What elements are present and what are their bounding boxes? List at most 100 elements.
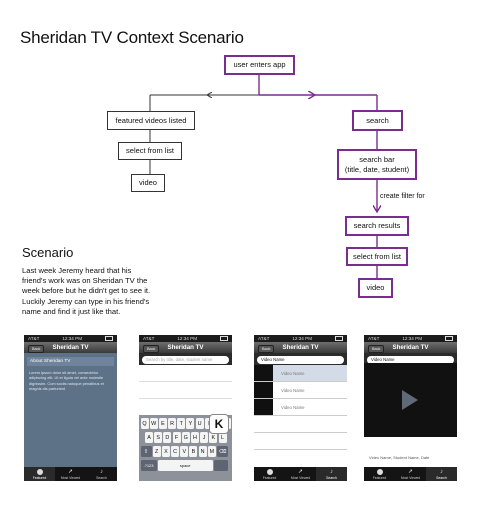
scenario-text: Last week Jeremy heard that his friend's… bbox=[22, 266, 151, 316]
status-bar: AT&T 12:34 PM bbox=[24, 335, 117, 342]
key-f[interactable]: F bbox=[172, 432, 181, 443]
tab-featured[interactable]: Featured bbox=[254, 467, 285, 481]
back-button[interactable]: Back bbox=[368, 344, 385, 353]
numbers-key[interactable]: .?123 bbox=[140, 460, 157, 471]
battery-icon bbox=[334, 336, 343, 341]
tab-most-viewed[interactable]: ➚Most Viewed bbox=[285, 467, 316, 481]
tab-search-label: Search bbox=[326, 476, 337, 480]
key-s[interactable]: S bbox=[154, 432, 163, 443]
time-label: 12:34 PM bbox=[292, 336, 313, 341]
back-button[interactable]: Back bbox=[143, 344, 160, 353]
empty-list bbox=[139, 365, 232, 415]
search-bar-label: search bar bbox=[359, 155, 395, 165]
shift-key[interactable]: ⇧ bbox=[140, 446, 152, 457]
nav-title: Sheridan TV bbox=[392, 344, 429, 351]
search-input[interactable]: Video Name bbox=[367, 355, 454, 364]
node-video-right: video bbox=[358, 278, 393, 298]
key-g[interactable]: G bbox=[181, 432, 190, 443]
featured-icon bbox=[36, 469, 43, 475]
tab-most-viewed[interactable]: ➚Most Viewed bbox=[55, 467, 86, 481]
key-h[interactable]: H bbox=[190, 432, 199, 443]
nav-title: Sheridan TV bbox=[282, 344, 319, 351]
about-body: Lorem ipsum dolor sit amet, consectetur … bbox=[29, 370, 104, 391]
nav-bar: Back Sheridan TV bbox=[364, 342, 457, 353]
phone-search-keyboard: AT&T 12:34 PM Back Sheridan TV Search by… bbox=[139, 335, 232, 481]
time-label: 12:34 PM bbox=[402, 336, 423, 341]
carrier-label: AT&T bbox=[28, 336, 40, 341]
battery-icon bbox=[104, 336, 113, 341]
key-c[interactable]: C bbox=[171, 446, 180, 457]
key-z[interactable]: Z bbox=[152, 446, 161, 457]
key-d[interactable]: D bbox=[163, 432, 172, 443]
tab-most-viewed-label: Most Viewed bbox=[290, 476, 311, 480]
edge-label-create-filter: create filter for bbox=[380, 193, 425, 200]
search-input[interactable]: Search by title, date, student name bbox=[142, 355, 229, 364]
key-j[interactable]: J bbox=[200, 432, 209, 443]
result-row-label: Video Name bbox=[281, 370, 305, 376]
result-row[interactable]: Video Name bbox=[254, 365, 347, 382]
featured-icon bbox=[266, 469, 273, 475]
key-b[interactable]: B bbox=[189, 446, 198, 457]
search-bar-area: Search by title, date, student name bbox=[139, 353, 232, 366]
key-t[interactable]: T bbox=[177, 418, 186, 429]
search-bar-fields: (title, date, student) bbox=[344, 164, 410, 174]
key-popup: K bbox=[209, 414, 229, 434]
tab-search[interactable]: ♪Search bbox=[316, 467, 347, 481]
key-l[interactable]: L bbox=[218, 432, 227, 443]
key-v[interactable]: V bbox=[180, 446, 189, 457]
key-a[interactable]: A bbox=[145, 432, 153, 443]
tab-search[interactable]: ♪Search bbox=[426, 467, 457, 481]
back-button[interactable]: Back bbox=[258, 344, 275, 353]
edges-left bbox=[149, 95, 259, 174]
cursor-icon: ➚ bbox=[67, 469, 74, 475]
key-m[interactable]: M bbox=[207, 446, 216, 457]
tab-featured[interactable]: Featured bbox=[364, 467, 395, 481]
key-q[interactable]: Q bbox=[140, 418, 149, 429]
search-input[interactable]: Video Name bbox=[257, 355, 344, 364]
key-k[interactable]: K bbox=[209, 432, 218, 443]
result-row[interactable]: Video Name bbox=[254, 399, 347, 416]
note-icon: ♪ bbox=[440, 469, 443, 475]
key-e[interactable]: E bbox=[158, 418, 167, 429]
node-search-results: search results bbox=[345, 216, 409, 236]
back-button[interactable]: Back bbox=[28, 344, 45, 353]
tab-most-viewed[interactable]: ➚Most Viewed bbox=[395, 467, 426, 481]
node-video-left: video bbox=[131, 174, 165, 192]
delete-key[interactable]: ⌫ bbox=[217, 446, 228, 457]
tab-featured-label: Featured bbox=[32, 476, 47, 480]
note-icon: ♪ bbox=[330, 469, 333, 475]
key-w[interactable]: W bbox=[149, 418, 158, 429]
nav-title: Sheridan TV bbox=[167, 344, 204, 351]
tab-featured[interactable]: Featured bbox=[24, 467, 55, 481]
battery-icon bbox=[219, 336, 228, 341]
return-key[interactable] bbox=[213, 460, 228, 471]
key-n[interactable]: N bbox=[198, 446, 207, 457]
video-caption: Video Name, Student Name, Date bbox=[364, 437, 457, 467]
node-search-bar: search bar (title, date, student) bbox=[337, 149, 417, 180]
tab-search-label: Search bbox=[436, 476, 447, 480]
video-player[interactable] bbox=[364, 363, 457, 437]
phone-video-player: AT&T 12:34 PM Back Sheridan TV Video Nam… bbox=[364, 335, 457, 481]
key-x[interactable]: X bbox=[161, 446, 170, 457]
carrier-label: AT&T bbox=[258, 336, 270, 341]
about-panel: About Sheridan TV Lorem ipsum dolor sit … bbox=[24, 353, 117, 467]
nav-title: Sheridan TV bbox=[52, 344, 89, 351]
results-list: Video Name Video Name Video Name bbox=[254, 365, 347, 467]
key-u[interactable]: U bbox=[195, 418, 204, 429]
tab-most-viewed-label: Most Viewed bbox=[60, 476, 81, 480]
cursor-icon: ➚ bbox=[297, 469, 304, 475]
space-key[interactable]: space bbox=[157, 460, 213, 471]
tab-featured-label: Featured bbox=[372, 476, 387, 480]
tab-search[interactable]: ♪Search bbox=[86, 467, 117, 481]
key-y[interactable]: Y bbox=[186, 418, 195, 429]
carrier-label: AT&T bbox=[143, 336, 155, 341]
node-search: search bbox=[352, 110, 403, 131]
search-bar-area: Video Name bbox=[364, 353, 457, 366]
key-i[interactable]: I bbox=[204, 418, 213, 429]
result-row[interactable]: Video Name bbox=[254, 382, 347, 399]
play-icon[interactable] bbox=[402, 390, 418, 410]
key-r[interactable]: R bbox=[168, 418, 177, 429]
